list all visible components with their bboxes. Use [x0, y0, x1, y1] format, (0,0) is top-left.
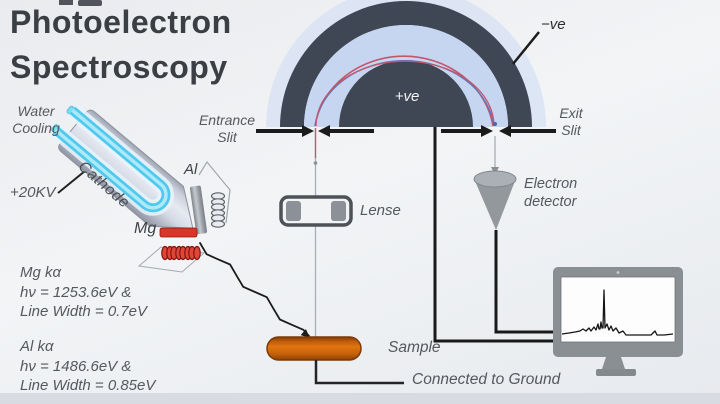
al-kalpha-specs: Al kα hν = 1486.6eV & Line Width = 0.85e…: [20, 338, 156, 394]
spectrum-trace: [561, 289, 674, 336]
electron-detector-label: Electron detector: [524, 176, 578, 210]
electrostatic-lens: [279, 195, 353, 227]
gun-body-group: [50, 104, 194, 229]
computer-monitor: [553, 267, 683, 376]
coil-loop: [210, 220, 226, 228]
positive-electrode-label: +ve: [394, 88, 420, 105]
entrance-slit-label: Entrance Slit: [198, 112, 256, 146]
inner-electrode-cable: [433, 127, 556, 343]
exit-slit-label: Exit Slit: [559, 105, 583, 139]
funnel-mouth: [473, 170, 517, 188]
lens-label: Lense: [360, 202, 401, 219]
trajectory-endpoint-dot: [493, 122, 497, 126]
xray-source-gun: [50, 104, 231, 273]
slit-arrowheads: [302, 125, 511, 137]
anode-spring-coil: [210, 192, 226, 228]
monitor-stand-foot: [596, 369, 636, 376]
mg-anode-strip: [159, 227, 198, 238]
mg-kalpha-specs: Mg kα hν = 1253.6eV & Line Width = 0.7eV: [20, 264, 148, 320]
title-line-2: Spectroscopy: [10, 49, 228, 85]
electron-trajectory-red-inner: [315, 60, 495, 127]
electron-detector-funnel: [473, 170, 517, 230]
funnel-cone: [475, 181, 515, 230]
sample-bar: [266, 336, 362, 361]
water-channel-highlight: [54, 108, 168, 210]
bottom-band: [0, 393, 720, 404]
arrowhead: [318, 125, 330, 137]
arrowhead: [302, 125, 314, 137]
analyzer-inner-electrode: [339, 60, 473, 127]
ground-wire: [314, 360, 404, 385]
anode-plate: [189, 185, 208, 235]
ground-label: Connected to Ground: [412, 371, 561, 388]
filament-coil: [161, 245, 201, 261]
hemispherical-analyzer: [266, 0, 546, 127]
voltage-label: +20KV: [10, 184, 56, 201]
video-artifact: [78, 0, 102, 6]
photon-arrowhead: [300, 329, 310, 338]
water-cooling-label: Water Cooling: [12, 103, 60, 137]
detector-cable: [494, 230, 556, 334]
title-line-1: Photoelectron: [10, 4, 232, 40]
arrowhead: [499, 125, 511, 137]
analyzer-outer-electrode: [280, 1, 532, 127]
xray-photon-wave: [199, 242, 310, 337]
filament-tray-outline: [137, 246, 206, 273]
negative-electrode-pointer-line: [512, 31, 540, 65]
al-anode-label: Al: [184, 161, 198, 178]
negative-electrode-label: −ve: [541, 16, 566, 33]
anode-coil-bracket: [198, 160, 231, 224]
monitor-stand-neck: [602, 357, 625, 369]
arrowhead: [481, 125, 493, 137]
webcam-dot: [616, 271, 620, 274]
lens-electrode-left: [286, 201, 301, 221]
video-artifact: [59, 0, 73, 5]
electron-beam-column: [313, 128, 499, 338]
filament-loop: [193, 245, 201, 261]
sample-label: Sample: [388, 339, 441, 356]
beam-dot: [313, 161, 318, 165]
lens-electrode-right: [331, 201, 346, 221]
mg-anode-label: Mg: [134, 220, 157, 237]
